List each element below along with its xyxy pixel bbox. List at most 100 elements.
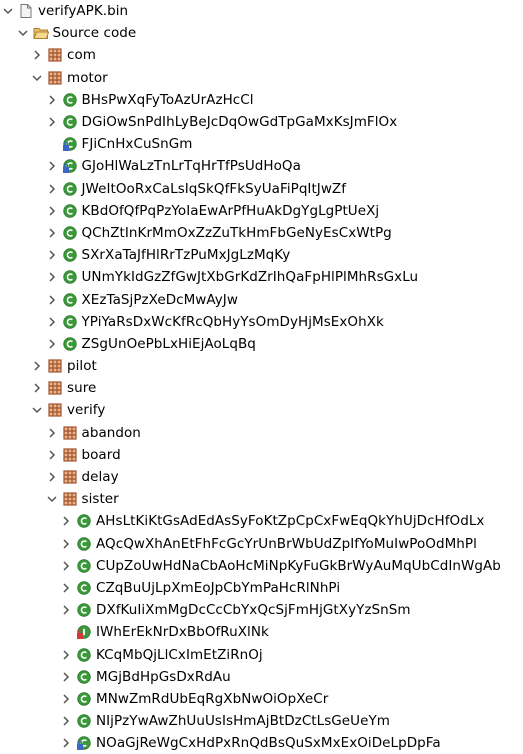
package-icon — [62, 425, 78, 441]
chevron-right-icon[interactable] — [47, 228, 57, 238]
tree-item-label: SXrXaTaJfHlRrTzPuMxJgLzMqKy — [81, 247, 291, 264]
chevron-down-icon[interactable] — [17, 28, 28, 38]
tree-item-label: GJoHlWaLzTnLrTqHrTfPsUdHoQa — [81, 158, 301, 175]
tree-item-AQcQwXhAnEtFhFcGcYrUnBrWbUdZpIfYoMuIwPoOdMhPl[interactable]: AQcQwXhAnEtFhFcGcYrUnBrWbUdZpIfYoMuIwPoO… — [0, 533, 523, 555]
tree-item-JWeItOoRxCaLsIqSkQfFkSyUaFiPqItJwZf[interactable]: JWeItOoRxCaLsIqSkQfFkSyUaFiPqItJwZf — [0, 178, 523, 200]
tree-item-abandon[interactable]: abandon — [0, 422, 523, 444]
tree-item-CZqBuUjLpXmEoJpCbYmPaHcRlNhPi[interactable]: CZqBuUjLpXmEoJpCbYmPaHcRlNhPi — [0, 577, 523, 599]
package-icon — [47, 380, 63, 396]
chevron-right-icon[interactable] — [61, 650, 71, 660]
tree-item-MGjBdHpGsDxRdAu[interactable]: MGjBdHpGsDxRdAu — [0, 666, 523, 688]
tree-item-verifyAPK.bin[interactable]: verifyAPK.bin — [0, 0, 523, 22]
class-icon — [76, 513, 92, 529]
tree-item-label: JWeItOoRxCaLsIqSkQfFkSyUaFiPqItJwZf — [81, 180, 347, 197]
tree-item-BHsPwXqFyToAzUrAzHcCl[interactable]: BHsPwXqFyToAzUrAzHcCl — [0, 89, 523, 111]
tree-item-label: ZSgUnOePbLxHiEjAoLqBq — [81, 335, 256, 352]
tree-item-FJiCnHxCuSnGm[interactable]: FJiCnHxCuSnGm — [0, 133, 523, 155]
tree-item-KCqMbQjLlCxImEtZiRnOj[interactable]: KCqMbQjLlCxImEtZiRnOj — [0, 643, 523, 665]
tree-item-label: motor — [67, 69, 108, 86]
chevron-right-icon[interactable] — [61, 605, 71, 615]
chevron-right-icon[interactable] — [32, 383, 42, 393]
tree-item-GJoHlWaLzTnLrTqHrTfPsUdHoQa[interactable]: GJoHlWaLzTnLrTqHrTfPsUdHoQa — [0, 155, 523, 177]
tree-item-SXrXaTaJfHlRrTzPuMxJgLzMqKy[interactable]: SXrXaTaJfHlRrTzPuMxJgLzMqKy — [0, 244, 523, 266]
tree-item-QChZtInKrMmOxZzZuTkHmFbGeNyEsCxWtPg[interactable]: QChZtInKrMmOxZzZuTkHmFbGeNyEsCxWtPg — [0, 222, 523, 244]
chevron-right-icon[interactable] — [61, 694, 71, 704]
tree-item-motor[interactable]: motor — [0, 67, 523, 89]
class-icon — [76, 536, 92, 552]
chevron-right-icon[interactable] — [61, 672, 71, 682]
class-locked-icon — [62, 136, 78, 152]
tree-item-label: AHsLtKiKtGsAdEdAsSyFoKtZpCpCxFwEqQkYhUjD… — [96, 513, 485, 530]
chevron-down-icon[interactable] — [46, 494, 57, 504]
interface-locked-icon — [76, 624, 92, 640]
chevron-right-icon[interactable] — [61, 561, 71, 571]
chevron-down-icon[interactable] — [3, 6, 13, 16]
tree-item-Source code[interactable]: Source code — [0, 22, 523, 44]
package-icon — [62, 447, 78, 463]
chevron-right-icon[interactable] — [47, 206, 57, 216]
class-locked-icon — [62, 158, 78, 174]
chevron-right-icon[interactable] — [47, 295, 57, 305]
chevron-right-icon[interactable] — [47, 339, 57, 349]
tree-item-label: AQcQwXhAnEtFhFcGcYrUnBrWbUdZpIfYoMuIwPoO… — [96, 535, 477, 552]
chevron-down-icon[interactable] — [32, 405, 42, 415]
tree-item-pilot[interactable]: pilot — [0, 355, 523, 377]
tree-item-label: CZqBuUjLpXmEoJpCbYmPaHcRlNhPi — [96, 579, 341, 596]
chevron-right-icon[interactable] — [61, 716, 71, 726]
class-icon — [62, 92, 78, 108]
tree-item-sure[interactable]: sure — [0, 377, 523, 399]
class-icon — [62, 225, 78, 241]
chevron-right-icon[interactable] — [47, 184, 57, 194]
tree-item-DXfKuIiXmMgDcCcCbYxQcSjFmHjGtXyYzSnSm[interactable]: DXfKuIiXmMgDcCcCbYxQcSjFmHjGtXyYzSnSm — [0, 599, 523, 621]
package-icon — [47, 70, 63, 86]
class-icon — [76, 602, 92, 618]
tree-item-label: CUpZoUwHdNaCbAoHcMiNpKyFuGkBrWyAuMqUbCdI… — [96, 557, 501, 574]
chevron-right-icon[interactable] — [47, 428, 57, 438]
tree-item-label: UNmYkIdGzZfGwJtXbGrKdZrIhQaFpHlPlMhRsGxL… — [81, 269, 419, 286]
tree-item-NOaGjReWgCxHdPxRnQdBsQuSxMxExOiDeLpDpFa[interactable]: NOaGjReWgCxHdPxRnQdBsQuSxMxExOiDeLpDpFa — [0, 732, 523, 754]
chevron-down-icon[interactable] — [32, 73, 42, 83]
tree-item-label: XEzTaSjPzXeDcMwAyJw — [81, 291, 238, 308]
chevron-right-icon[interactable] — [47, 272, 57, 282]
chevron-right-icon[interactable] — [61, 738, 71, 748]
tree-item-com[interactable]: com — [0, 44, 523, 66]
chevron-right-icon[interactable] — [61, 539, 71, 549]
chevron-right-icon[interactable] — [61, 583, 71, 593]
tree-item-MNwZmRdUbEqRgXbNwOiOpXeCr[interactable]: MNwZmRdUbEqRgXbNwOiOpXeCr — [0, 688, 523, 710]
chevron-right-icon[interactable] — [47, 472, 57, 482]
chevron-right-icon[interactable] — [47, 250, 57, 260]
tree-item-verify[interactable]: verify — [0, 399, 523, 421]
tree-item-CUpZoUwHdNaCbAoHcMiNpKyFuGkBrWyAuMqUbCdInWgAb[interactable]: CUpZoUwHdNaCbAoHcMiNpKyFuGkBrWyAuMqUbCdI… — [0, 555, 523, 577]
chevron-right-icon[interactable] — [47, 317, 57, 327]
tree-item-label: Source code — [52, 25, 137, 42]
tree-item-UNmYkIdGzZfGwJtXbGrKdZrIhQaFpHlPlMhRsGxLu[interactable]: UNmYkIdGzZfGwJtXbGrKdZrIhQaFpHlPlMhRsGxL… — [0, 266, 523, 288]
tree-item-board[interactable]: board — [0, 444, 523, 466]
chevron-right-icon[interactable] — [32, 50, 42, 60]
tree-item-sister[interactable]: sister — [0, 488, 523, 510]
tree-item-XEzTaSjPzXeDcMwAyJw[interactable]: XEzTaSjPzXeDcMwAyJw — [0, 288, 523, 310]
chevron-right-icon[interactable] — [47, 117, 57, 127]
tree-item-label: QChZtInKrMmOxZzZuTkHmFbGeNyEsCxWtPg — [81, 224, 392, 241]
package-icon — [62, 469, 78, 485]
class-icon — [76, 669, 92, 685]
tree-item-YPiYaRsDxWcKfRcQbHyYsOmDyHjMsExOhXk[interactable]: YPiYaRsDxWcKfRcQbHyYsOmDyHjMsExOhXk — [0, 311, 523, 333]
tree-item-label: DGiOwSnPdIhLyBeJcDqOwGdTpGaMxKsJmFlOx — [81, 114, 398, 131]
chevron-right-icon[interactable] — [32, 361, 42, 371]
tree-item-NIjPzYwAwZhUuUsIsHmAjBtDzCtLsGeUeYm[interactable]: NIjPzYwAwZhUuUsIsHmAjBtDzCtLsGeUeYm — [0, 710, 523, 732]
tree-item-label: sure — [67, 380, 97, 397]
tree-item-KBdOfQfPqPzYoIaEwArPfHuAkDgYgLgPtUeXj[interactable]: KBdOfQfPqPzYoIaEwArPfHuAkDgYgLgPtUeXj — [0, 200, 523, 222]
chevron-right-icon[interactable] — [47, 450, 57, 460]
tree-item-label: MNwZmRdUbEqRgXbNwOiOpXeCr — [96, 690, 329, 707]
class-icon — [62, 314, 78, 330]
tree-item-ZSgUnOePbLxHiEjAoLqBq[interactable]: ZSgUnOePbLxHiEjAoLqBq — [0, 333, 523, 355]
tree-item-DGiOwSnPdIhLyBeJcDqOwGdTpGaMxKsJmFlOx[interactable]: DGiOwSnPdIhLyBeJcDqOwGdTpGaMxKsJmFlOx — [0, 111, 523, 133]
tree-item-AHsLtKiKtGsAdEdAsSyFoKtZpCpCxFwEqQkYhUjDcHfOdLx[interactable]: AHsLtKiKtGsAdEdAsSyFoKtZpCpCxFwEqQkYhUjD… — [0, 510, 523, 532]
tree-item-delay[interactable]: delay — [0, 466, 523, 488]
tree-item-IWhErEkNrDxBbOfRuXlNk[interactable]: IWhErEkNrDxBbOfRuXlNk — [0, 621, 523, 643]
tree-item-label: delay — [81, 469, 119, 486]
chevron-right-icon[interactable] — [47, 95, 57, 105]
tree-item-label: abandon — [81, 424, 141, 441]
chevron-right-icon[interactable] — [61, 516, 71, 526]
chevron-right-icon[interactable] — [47, 161, 57, 171]
